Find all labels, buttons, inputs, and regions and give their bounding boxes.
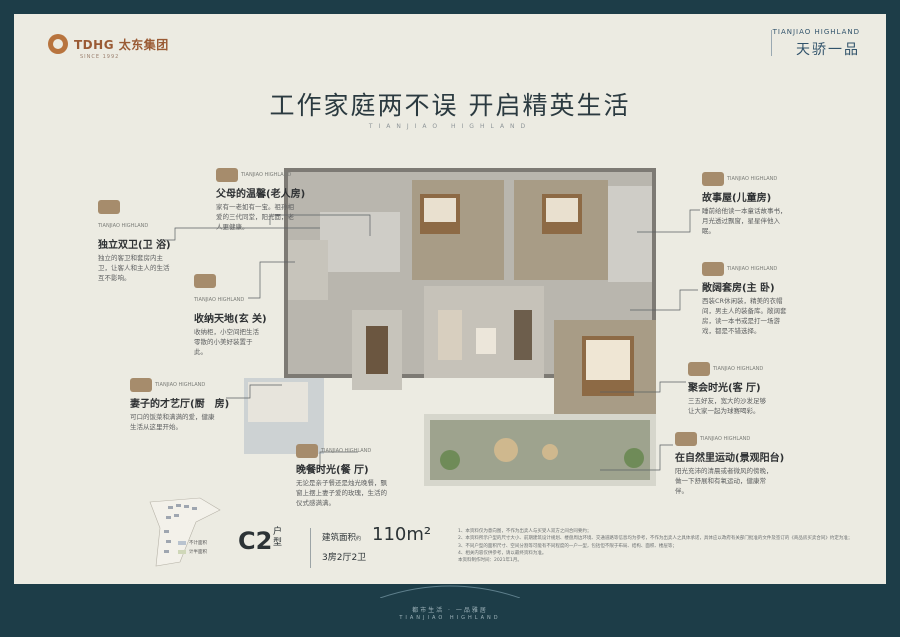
bathroom-illustration-icon — [98, 199, 120, 214]
tdhg-logo-icon — [48, 34, 68, 54]
area-legend: 不计面积 计半面积 — [178, 540, 207, 558]
area-value: 110m² — [372, 524, 432, 545]
pan-illustration-icon — [130, 377, 152, 392]
info-divider — [310, 528, 311, 568]
plant-illustration-icon — [194, 273, 216, 288]
callout-desc: 西装CR休闲装，精美的衣帽间，男主人的装备库。敞阔套房，读一本书或是打一场游戏，… — [702, 297, 787, 335]
toy-illustration-icon — [702, 171, 724, 186]
callout-tag: TIANJIAO HIGHLAND — [241, 171, 292, 178]
note-line: 3、不同户型的面积尺寸、空间分割等可能有不同程度的一户一型，包括但不限于布局、结… — [458, 543, 677, 549]
footer-slogan-en: TIANJIAO HIGHLAND — [399, 615, 501, 621]
note-line: 4、相关内容仅供参考，请以最终资料为准。 — [458, 550, 547, 556]
sofa-illustration-icon — [688, 361, 710, 376]
unit-layout: 3房2厅2卫 — [322, 553, 367, 563]
callout-desc: 独立的客卫和套房内主卫，让客人和主人的生活互不影响。 — [98, 254, 170, 282]
disclaimer-notes: 1、本资料仅为意向图，不作为出卖人与买受人双方之间合同要约； 2、本资料所示户型… — [458, 528, 878, 564]
callout-title: 妻子的才艺厅(厨 房) — [130, 399, 230, 410]
callout-tag: TIANJIAO HIGHLAND — [321, 447, 372, 454]
brand-divider — [771, 30, 772, 56]
callout-desc: 家有一老如有一宝。祖孙相爱的三代同堂，阳光面，老人更健康。 — [216, 203, 294, 231]
callout-title: 敞阔套房(主 卧) — [702, 283, 775, 294]
callout-master-room: TIANJIAO HIGHLAND 敞阔套房(主 卧) 西装CR休闲装，精美的衣… — [702, 258, 788, 336]
developer-logo: TDHG 太东集团 — [48, 34, 169, 54]
callout-title: 故事屋(儿童房) — [702, 193, 772, 204]
legend-swatch — [178, 550, 186, 554]
callout-story-room: TIANJIAO HIGHLAND 故事屋(儿童房) 睡前给他读一本童话故事书，… — [702, 168, 788, 236]
page-title: 工作家庭两不误 开启精英生活 — [269, 91, 631, 120]
callout-dinner-time: TIANJIAO HIGHLAND 晚餐时光(餐 厅) 无论是亲子餐还是烛光晚餐… — [296, 440, 392, 508]
callout-desc: 阳光充沛的清晨或者微风的傍晚，做一下舒展和有氧运动，健康常伴。 — [675, 467, 773, 495]
callout-balcony: TIANJIAO HIGHLAND 在自然里运动(景观阳台) 阳光充沛的清晨或者… — [675, 428, 785, 496]
note-line: 本资料制作时间：2021年1月。 — [458, 558, 522, 564]
callout-tag: TIANJIAO HIGHLAND — [98, 222, 149, 229]
phonograph-illustration-icon — [702, 261, 724, 276]
master-bathroom — [608, 186, 652, 282]
callout-title: 父母的温馨(老人房) — [216, 189, 306, 200]
dining-illustration-icon — [296, 443, 318, 458]
callout-tag: TIANJIAO HIGHLAND — [155, 381, 206, 388]
page-subtitle: TIANJIAO HIGHLAND — [368, 123, 532, 130]
callout-desc: 睡前给他读一本童话故事书，月光透过飘窗，星星伴他入眠。 — [702, 207, 787, 235]
footer-arc — [380, 585, 520, 598]
callout-tag: TIANJIAO HIGHLAND — [700, 435, 751, 442]
note-line: 1、本资料仅为意向图，不作为出卖人与买受人双方之间合同要约； — [458, 529, 592, 534]
project-brand: TIANJIAO HIGHLAND 天骄一品 — [773, 28, 860, 59]
callout-wife-kitchen: TIANJIAO HIGHLAND 妻子的才艺厅(厨 房) 可口的饭菜和满满的爱… — [130, 374, 230, 432]
floor-plan — [244, 168, 656, 486]
area-label: 建筑面积约 — [322, 533, 362, 543]
sport-illustration-icon — [675, 431, 697, 446]
project-name-cn: 天骄一品 — [796, 42, 860, 58]
guest-bathroom — [320, 212, 400, 272]
legend-item: 计半面积 — [178, 549, 207, 555]
site-location-map — [149, 497, 221, 567]
legend-swatch — [178, 541, 186, 545]
callout-tag: TIANJIAO HIGHLAND — [713, 365, 764, 372]
callout-storage-entry: TIANJIAO HIGHLAND 收纳天地(玄 关) 收纳柜，小空间把生活零散… — [194, 270, 267, 357]
legend-item: 不计面积 — [178, 540, 207, 546]
callout-desc: 收纳柜，小空间把生活零散的小美好装置于此。 — [194, 328, 259, 356]
note-line: 2、本资料所示户型的尺寸大小、前期建筑设计规划、楼盘周边环境、交通道路等信息均为… — [458, 536, 853, 542]
callout-title: 在自然里运动(景观阳台) — [675, 453, 785, 464]
callout-tag: TIANJIAO HIGHLAND — [727, 175, 778, 182]
callout-title: 聚会时光(客 厅) — [688, 383, 761, 394]
unit-type-suffix: 户型 — [273, 527, 283, 548]
callout-desc: 无论是亲子餐还是烛光晚餐，飘窗上摆上妻子爱的玫瑰，生活的仪式感满满。 — [296, 479, 387, 507]
callout-independent-bathrooms: TIANJIAO HIGHLAND 独立双卫(卫 浴) 独立的客卫和套房内主卫，… — [98, 196, 172, 283]
entry-area — [288, 240, 328, 300]
callout-title: 独立双卫(卫 浴) — [98, 240, 171, 251]
callout-tag: TIANJIAO HIGHLAND — [194, 296, 245, 303]
callout-desc: 可口的饭菜和满满的爱，健康生活从这里开始。 — [130, 413, 215, 431]
unit-type: C2 — [238, 527, 273, 555]
callout-title: 收纳天地(玄 关) — [194, 314, 267, 325]
developer-name: TDHG 太东集团 — [74, 37, 169, 52]
callout-parents-room: TIANJIAO HIGHLAND 父母的温馨(老人房) 家有一老如有一宝。祖孙… — [216, 164, 306, 232]
footer-slogan: 都市生活 · 一品雅居 — [412, 607, 488, 614]
project-name-en: TIANJIAO HIGHLAND — [772, 28, 860, 36]
callout-title: 晚餐时光(餐 厅) — [296, 465, 369, 476]
developer-since: SINCE 1992 — [80, 54, 120, 60]
callout-gathering-time: TIANJIAO HIGHLAND 聚会时光(客 厅) 三五好友，宽大的沙发足够… — [688, 358, 768, 416]
callout-tag: TIANJIAO HIGHLAND — [727, 265, 778, 272]
elderly-illustration-icon — [216, 167, 238, 182]
callout-desc: 三五好友，宽大的沙发足够让大家一起为球赛喝彩。 — [688, 397, 766, 415]
